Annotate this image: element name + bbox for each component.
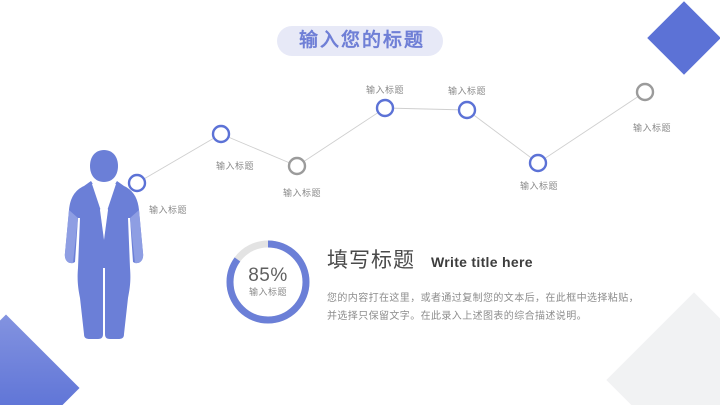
chart-node-5[interactable]: [457, 100, 477, 120]
chart-node-3[interactable]: [287, 156, 307, 176]
content-block: 填写标题 Write title here 您的内容打在这里，或者通过复制您的文…: [327, 244, 639, 326]
content-paragraph: 您的内容打在这里，或者通过复制您的文本后，在此框中选择粘贴， 并选择只保留文字。…: [327, 290, 639, 326]
chart-node-label-5: 输入标题: [447, 86, 487, 96]
content-heading-row: 填写标题 Write title here: [327, 244, 639, 274]
chart-connector-line: [136, 91, 646, 184]
chart-node-label-1: 输入标题: [148, 205, 188, 215]
chart-node-2[interactable]: [211, 124, 231, 144]
content-heading-cn: 填写标题: [327, 249, 415, 272]
decorative-diamond-top-right: [647, 1, 720, 75]
chart-node-label-4: 输入标题: [365, 85, 405, 95]
percentage-donut-chart: 85% 输入标题: [222, 236, 314, 328]
page-title: 输入您的标题: [298, 30, 425, 51]
chart-node-label-2: 输入标题: [215, 161, 255, 171]
chart-node-4[interactable]: [375, 98, 395, 118]
content-paragraph-line-1: 您的内容打在这里，或者通过复制您的文本后，在此框中选择粘贴，: [327, 293, 639, 304]
chart-node-label-3: 输入标题: [282, 188, 322, 198]
chart-node-label-6: 输入标题: [519, 181, 559, 191]
donut-center-labels: 85% 输入标题: [222, 236, 314, 328]
chart-node-7[interactable]: [635, 82, 655, 102]
chart-node-6[interactable]: [528, 153, 548, 173]
content-heading-en: Write title here: [431, 254, 533, 270]
donut-value-arc: [226, 240, 310, 324]
donut-arc: [226, 240, 310, 324]
donut-percent-value: 85%: [248, 265, 288, 286]
businessman-silhouette-icon: [64, 150, 144, 339]
content-paragraph-line-2: 并选择只保留文字。在此录入上述图表的综合描述说明。: [327, 311, 587, 322]
donut-caption: 输入标题: [248, 287, 287, 297]
chart-node-label-7: 输入标题: [632, 123, 672, 133]
title-pill-background: [277, 26, 443, 56]
